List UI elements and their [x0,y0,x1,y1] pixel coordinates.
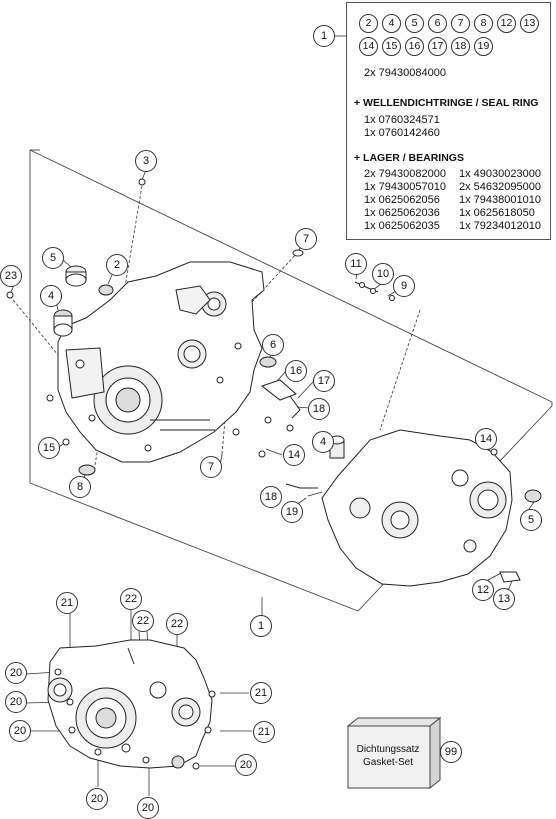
crankcase-detail-view [47,639,216,770]
bearing-item: 1x 79234012010 [459,220,541,232]
crankcase-right-half [285,429,542,587]
bearings-heading: + LAGER / BEARINGS [354,152,464,164]
callout-1[interactable]: 1 [313,25,335,47]
callout-6[interactable]: 6 [262,334,284,356]
callout-4[interactable]: 4 [40,285,62,307]
part-circle: 2 [359,14,378,33]
gasket-set-label-en: Gasket-Set [362,757,414,768]
callout-10[interactable]: 10 [372,263,394,285]
seal-ring-item: 1x 0760142460 [364,127,440,139]
part-circle: 14 [359,37,378,56]
callout-19[interactable]: 19 [281,501,303,523]
bearing-item: 2x 79430082000 [364,168,446,180]
part-circle: 12 [497,14,516,33]
callout-22[interactable]: 22 [132,610,154,632]
part-circle: 15 [382,37,401,56]
parts-list-box: 2 4 5 6 7 8 12 13 14 15 16 17 18 19 2x 7… [346,2,551,240]
bearing-item: 1x 79438001010 [459,194,541,206]
quantity-line: 2x 79430084000 [364,67,446,79]
callout-12[interactable]: 12 [472,579,494,601]
callout-3[interactable]: 3 [135,150,157,172]
bearing-item: 1x 0625062056 [364,194,440,206]
part-circle: 19 [474,37,493,56]
callout-20[interactable]: 20 [5,691,27,713]
bearing-item: 1x 79430057010 [364,181,446,193]
callout-20[interactable]: 20 [5,662,27,684]
callout-21[interactable]: 21 [253,721,275,743]
gasket-set-box [346,716,442,790]
callout-13[interactable]: 13 [493,588,515,610]
bearing-item: 1x 0625062036 [364,207,440,219]
bearing-item: 1x 0625062035 [364,220,440,232]
part-circle: 18 [451,37,470,56]
callout-20[interactable]: 20 [235,754,257,776]
part-circle: 6 [428,14,447,33]
part-circle: 8 [474,14,493,33]
part-circle: 4 [382,14,401,33]
callout-21[interactable]: 21 [56,592,78,614]
part-circle: 7 [451,14,470,33]
gasket-set-label-de: Dichtungssatz [356,744,420,755]
callout-11[interactable]: 11 [345,253,367,275]
loose-parts [6,178,395,476]
callout-18[interactable]: 18 [308,398,330,420]
callout-20[interactable]: 20 [137,797,159,819]
callout-16[interactable]: 16 [285,360,307,382]
callout-14[interactable]: 14 [475,428,497,450]
callout-7[interactable]: 7 [295,228,317,250]
callout-9[interactable]: 9 [393,275,415,297]
part-circle: 16 [405,37,424,56]
callout-22[interactable]: 22 [120,588,142,610]
bearing-item: 2x 54632095000 [459,181,541,193]
callout-5[interactable]: 5 [520,509,542,531]
callout-99[interactable]: 99 [440,741,462,763]
callout-7[interactable]: 7 [200,456,222,478]
callout-17[interactable]: 17 [313,370,335,392]
crankcase-left-half [57,261,265,463]
seal-ring-item: 1x 0760324571 [364,114,440,126]
callout-23[interactable]: 23 [0,265,22,287]
bearing-item: 1x 0625618050 [459,207,535,219]
part-circle: 13 [520,14,539,33]
callout-14[interactable]: 14 [283,444,305,466]
callout-1[interactable]: 1 [250,615,272,637]
callout-20[interactable]: 20 [9,720,31,742]
bearing-item: 1x 49030023000 [459,168,541,180]
seal-ring-heading: + WELLENDICHTRINGE / SEAL RING [354,97,539,109]
callout-4[interactable]: 4 [312,431,334,453]
callout-8[interactable]: 8 [69,476,91,498]
assembly-outline [29,149,553,612]
callout-5[interactable]: 5 [42,247,64,269]
part-circle: 5 [405,14,424,33]
callout-18[interactable]: 18 [260,486,282,508]
callout-21[interactable]: 21 [250,682,272,704]
callout-15[interactable]: 15 [38,437,60,459]
callout-22[interactable]: 22 [166,613,188,635]
part-circle: 17 [428,37,447,56]
callout-20[interactable]: 20 [86,788,108,810]
callout-2[interactable]: 2 [106,254,128,276]
